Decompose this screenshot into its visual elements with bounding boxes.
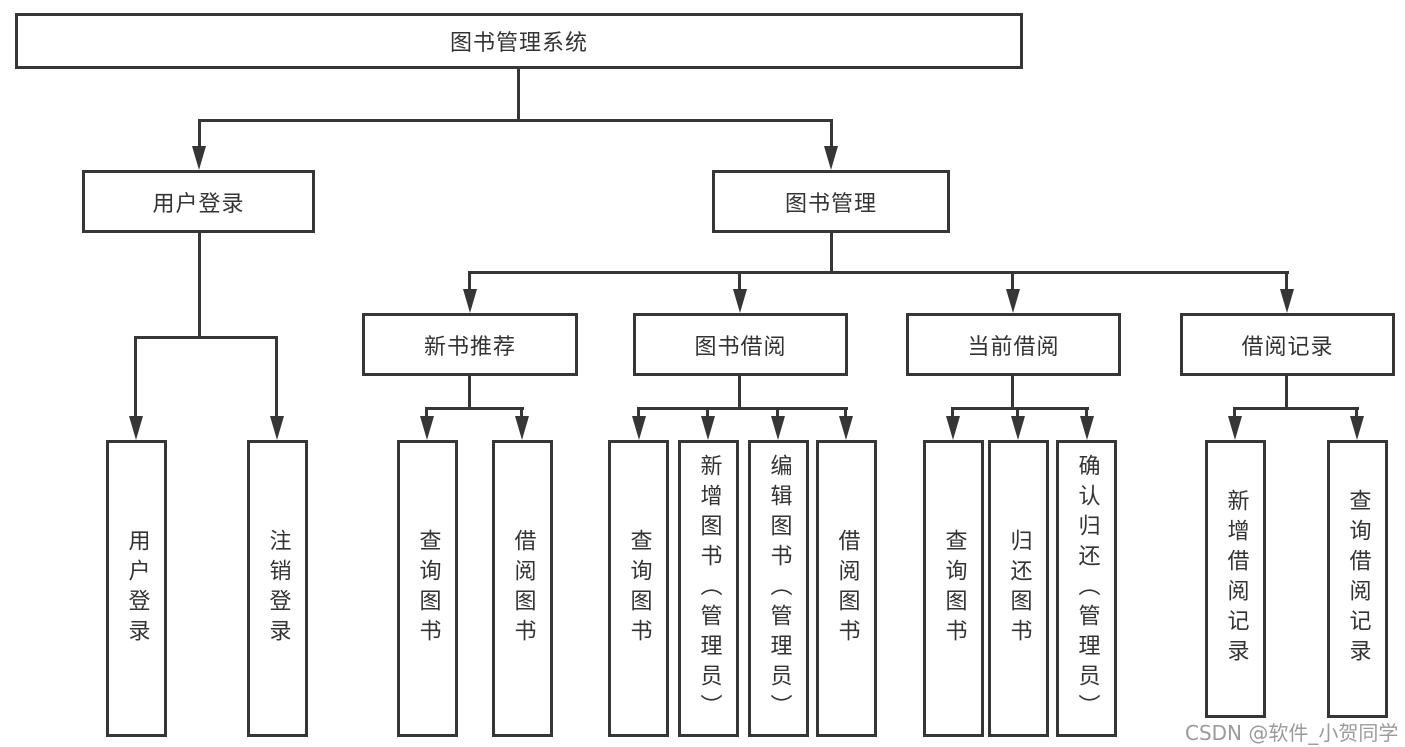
node-user-login-label: 用户登录 — [152, 191, 245, 217]
connector-drop-leaf-user-login — [134, 336, 137, 418]
connector-new-book-split — [425, 407, 524, 410]
connector-drop-leaf-logout — [275, 336, 278, 418]
connector-borrowing-records-stem — [1285, 376, 1288, 407]
leaf-logout-label: 注销登录 — [265, 528, 291, 649]
connector-user-login-split — [134, 336, 278, 339]
node-book-borrowing: 图书借阅 — [633, 313, 848, 376]
connector-drop-query-books-3 — [951, 407, 954, 418]
arrowhead-query-record — [1350, 416, 1364, 440]
arrowhead-query-books-1 — [420, 416, 434, 440]
arrowhead-add-record — [1228, 416, 1242, 440]
connector-borrowing-records-split — [1233, 407, 1359, 410]
connector-drop-edit-books — [776, 407, 779, 418]
node-new-book-recommendation-label: 新书推荐 — [423, 334, 516, 360]
leaf-borrow-books-borrowing: 借阅图书 — [816, 440, 877, 737]
leaf-confirm-return-admin: 确认归还（管理员） — [1056, 440, 1117, 737]
connector-user-login-stem — [198, 233, 201, 336]
leaf-user-login-label: 用户登录 — [124, 528, 150, 649]
connector-drop-add-record — [1233, 407, 1236, 418]
arrowhead-edit-books — [771, 416, 785, 440]
node-root-label: 图书管理系统 — [449, 31, 588, 56]
csdn-watermark: CSDN @软件_小贺同学 — [1185, 721, 1399, 745]
arrowhead-current-borrowing — [1006, 289, 1020, 313]
arrowhead-return-books — [1011, 416, 1025, 440]
connector-drop-query-books-2 — [637, 407, 640, 418]
connector-drop-current-borrowing — [1011, 271, 1014, 291]
leaf-query-books-current-label: 查询图书 — [941, 528, 967, 649]
leaf-add-books-admin: 新增图书（管理员） — [678, 440, 739, 737]
leaf-user-login: 用户登录 — [106, 440, 167, 737]
connector-root-stem — [517, 69, 520, 119]
node-book-management: 图书管理 — [712, 170, 950, 233]
leaf-borrow-books-recommend: 借阅图书 — [492, 440, 553, 737]
connector-root-split — [198, 119, 833, 122]
leaf-query-borrow-record: 查询借阅记录 — [1327, 440, 1388, 718]
arrowhead-book-borrowing — [733, 289, 747, 313]
connector-drop-new-book — [468, 271, 471, 291]
connector-drop-borrow-books-1 — [520, 407, 523, 418]
leaf-add-borrow-record: 新增借阅记录 — [1205, 440, 1266, 718]
arrowhead-query-books-3 — [946, 416, 960, 440]
arrowhead-leaf-logout — [270, 416, 284, 440]
connector-drop-book-management — [830, 119, 833, 149]
connector-book-borrowing-split — [637, 407, 848, 410]
node-book-borrowing-label: 图书借阅 — [694, 334, 787, 360]
leaf-edit-books-admin-label: 编辑图书（管理员） — [766, 453, 792, 724]
arrowhead-add-books — [701, 416, 715, 440]
connector-current-borrowing-split — [951, 407, 1089, 410]
node-root-library-management-system: 图书管理系统 — [15, 13, 1023, 69]
connector-drop-borrowing-records — [1285, 271, 1288, 291]
node-book-management-label: 图书管理 — [784, 191, 877, 217]
leaf-query-books-recommend: 查询图书 — [397, 440, 458, 737]
connector-book-borrowing-stem — [738, 376, 741, 407]
arrowhead-query-books-2 — [632, 416, 646, 440]
node-borrowing-records-label: 借阅记录 — [1241, 334, 1334, 360]
leaf-add-books-admin-label: 新增图书（管理员） — [696, 453, 722, 724]
connector-book-management-split — [468, 271, 1289, 274]
arrowhead-leaf-user-login — [129, 416, 143, 440]
connector-drop-return-books — [1016, 407, 1019, 418]
connector-drop-borrow-books-2 — [844, 407, 847, 418]
leaf-query-books-borrowing-label: 查询图书 — [626, 528, 652, 649]
leaf-return-books-label: 归还图书 — [1006, 528, 1032, 649]
node-borrowing-records: 借阅记录 — [1180, 313, 1395, 376]
arrowhead-borrow-books-1 — [515, 416, 529, 440]
connector-drop-query-books-1 — [425, 407, 428, 418]
connector-book-management-stem — [830, 233, 833, 271]
leaf-borrow-books-recommend-label: 借阅图书 — [510, 528, 536, 649]
leaf-borrow-books-borrowing-label: 借阅图书 — [834, 528, 860, 649]
leaf-query-books-current: 查询图书 — [923, 440, 984, 737]
connector-drop-book-borrowing — [738, 271, 741, 291]
connector-new-book-stem — [468, 376, 471, 407]
leaf-return-books: 归还图书 — [988, 440, 1049, 737]
node-new-book-recommendation: 新书推荐 — [362, 313, 578, 376]
connector-drop-query-record — [1355, 407, 1358, 418]
arrowhead-new-book — [463, 289, 477, 313]
node-current-borrowing-label: 当前借阅 — [967, 334, 1060, 360]
arrowhead-borrowing-records — [1280, 289, 1294, 313]
connector-drop-confirm-return — [1085, 407, 1088, 418]
leaf-query-borrow-record-label: 查询借阅记录 — [1345, 489, 1371, 669]
leaf-logout: 注销登录 — [247, 440, 308, 737]
connector-drop-add-books — [706, 407, 709, 418]
leaf-query-books-borrowing: 查询图书 — [608, 440, 669, 737]
leaf-add-borrow-record-label: 新增借阅记录 — [1223, 489, 1249, 669]
arrowhead-book-management — [824, 146, 838, 170]
connector-current-borrowing-stem — [1011, 376, 1014, 407]
arrowhead-confirm-return — [1080, 416, 1094, 440]
node-current-borrowing: 当前借阅 — [906, 313, 1121, 376]
arrowhead-user-login — [192, 146, 206, 170]
node-user-login: 用户登录 — [82, 170, 315, 233]
arrowhead-borrow-books-2 — [839, 416, 853, 440]
leaf-edit-books-admin: 编辑图书（管理员） — [748, 440, 809, 737]
leaf-query-books-recommend-label: 查询图书 — [415, 528, 441, 649]
connector-drop-user-login — [198, 119, 201, 149]
leaf-confirm-return-admin-label: 确认归还（管理员） — [1074, 453, 1100, 724]
